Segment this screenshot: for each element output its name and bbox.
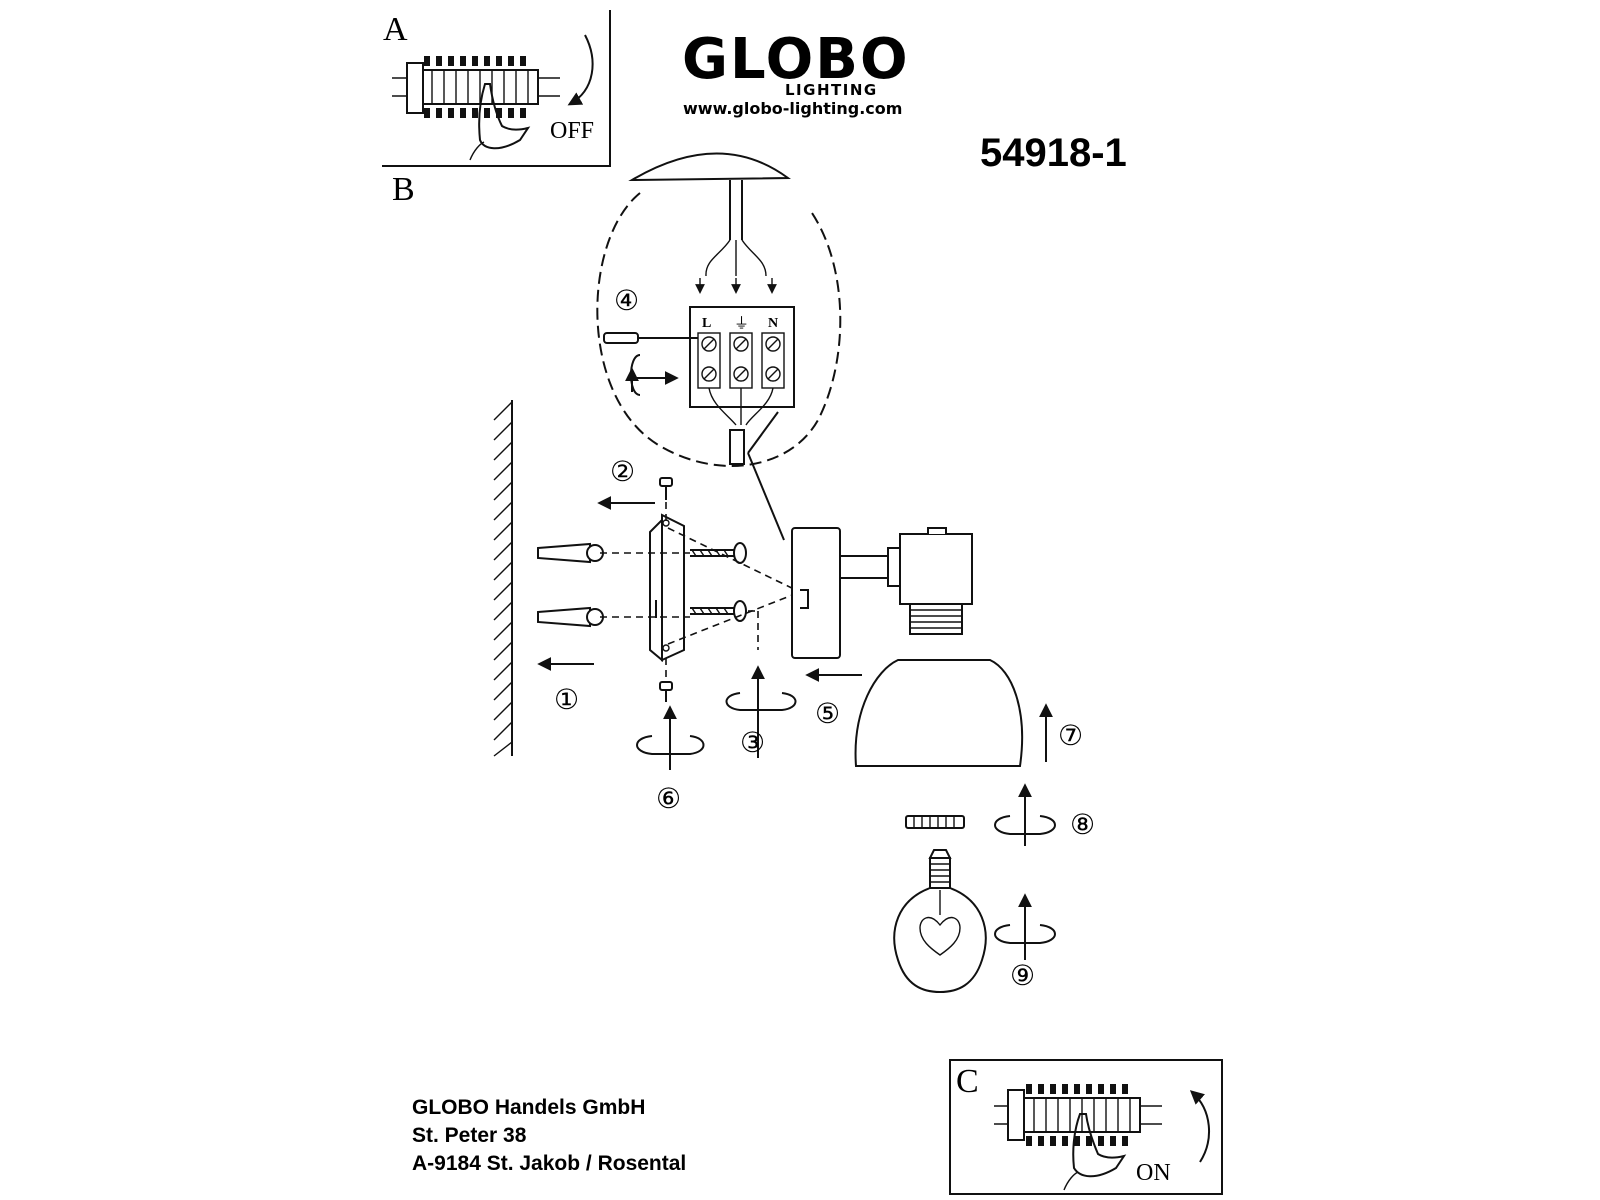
ceiling-icon xyxy=(628,152,791,182)
wire-arrows xyxy=(695,278,777,294)
wiring-detail: L ⏚ N xyxy=(596,152,842,541)
lamp-shade-icon xyxy=(854,659,1024,767)
address-line-1: GLOBO Handels GmbH xyxy=(412,1096,645,1119)
panel-c-letter: C xyxy=(956,1063,979,1100)
address-line-2: St. Peter 38 xyxy=(412,1124,527,1147)
small-screw-icon xyxy=(659,477,673,702)
hand-icon xyxy=(469,83,531,161)
bulb-icon xyxy=(893,849,987,994)
cable-top xyxy=(729,180,743,240)
guide-lines xyxy=(600,502,801,680)
hand-icon-on xyxy=(1063,1113,1127,1191)
step-7-label: ⑦ xyxy=(1058,721,1083,752)
brand-subtitle: LIGHTING xyxy=(785,81,878,99)
step-9-label: ⑨ xyxy=(1010,961,1035,992)
step-6-label: ⑥ xyxy=(656,784,681,815)
lamp-base-icon xyxy=(791,527,901,659)
panel-c-breaker-on: C xyxy=(949,1059,1223,1195)
brand-name: GLOBO xyxy=(682,27,910,92)
panel-a-breaker-off: A xyxy=(382,10,611,167)
lamp-socket-icon xyxy=(899,527,973,635)
company-address: GLOBO Handels GmbH St. Peter 38 A-9184 S… xyxy=(412,1096,686,1175)
terminal-label-live: L xyxy=(702,316,711,331)
step-4-label: ④ xyxy=(614,286,639,317)
address-line-3: A-9184 St. Jakob / Rosental xyxy=(412,1152,686,1175)
panel-a-letter: A xyxy=(383,11,408,48)
product-code: 54918-1 xyxy=(980,131,1127,175)
arrow-step-6 xyxy=(636,705,705,770)
step-8-label: ⑧ xyxy=(1070,810,1095,841)
panel-c-label: ON xyxy=(1136,1160,1171,1186)
arrow-step-9 xyxy=(994,893,1056,960)
switch-off-arrow-icon xyxy=(567,34,594,106)
step-numbers: ① ② ③ ④ ⑤ ⑥ ⑦ ⑧ ⑨ xyxy=(554,286,1095,992)
mounting-bracket-icon xyxy=(649,513,685,663)
wall-plug-icon xyxy=(537,542,604,628)
brand-url: www.globo-lighting.com xyxy=(683,99,902,118)
arrow-step-3 xyxy=(725,665,797,758)
breaker-box-icon-on xyxy=(994,1084,1162,1146)
terminal-label-earth: ⏚ xyxy=(734,315,749,332)
step-1-label: ① xyxy=(554,685,579,716)
step-arrows xyxy=(537,496,1056,960)
brand-logo: GLOBO LIGHTING xyxy=(682,27,910,99)
arrow-step-8 xyxy=(994,783,1056,846)
step-3-label: ③ xyxy=(740,728,765,759)
detail-ellipse xyxy=(596,192,842,467)
step-5-label: ⑤ xyxy=(815,699,840,730)
screwdriver-icon xyxy=(603,332,698,344)
terminal-label-neutral: N xyxy=(768,316,778,331)
socket-ring-icon xyxy=(905,815,965,829)
terminal-block-icon xyxy=(689,306,795,408)
wall-icon xyxy=(493,400,513,757)
panel-a-label: OFF xyxy=(550,118,594,144)
breaker-box-icon xyxy=(392,56,560,118)
step-2-label: ② xyxy=(610,457,635,488)
panel-b-letter: B xyxy=(392,171,415,208)
screw-icon xyxy=(690,542,747,622)
switch-on-arrow-icon xyxy=(1189,1090,1210,1163)
